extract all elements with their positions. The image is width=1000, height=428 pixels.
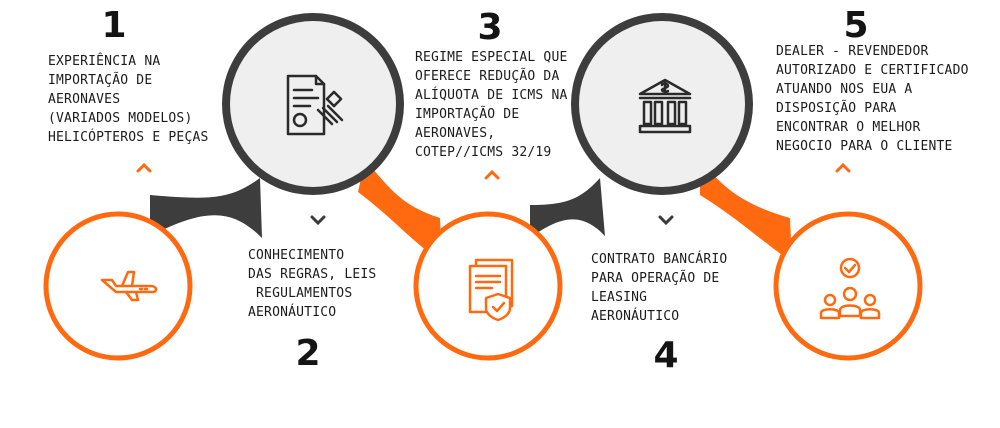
chevron-up-icon [835,163,851,173]
step-1-text: EXPERIÊNCIA NA IMPORTAÇÃO DE AERONAVES (… [48,54,209,145]
chevron-up-icon [136,163,152,173]
bank-icon [638,78,692,134]
step-3-text: REGIME ESPECIAL QUE OFERECE REDUÇÃO DA A… [415,50,568,160]
team-check-icon [819,257,881,320]
chevron-down-icon [310,215,326,225]
circle-step-2 [230,21,396,187]
secure-documents-icon [468,258,514,322]
step-1-number: 1 [101,5,127,46]
step-2-text: CONHECIMENTO DAS REGRAS, LEIS REGULAMENT… [248,248,377,320]
step-3-number: 3 [477,7,503,48]
step-5-number: 5 [843,5,869,46]
chevron-up-icon [484,170,500,180]
connector-band-4-5 [700,160,792,262]
document-stamp-icon [286,74,344,136]
step-4-text: CONTRATO BANCÁRIO PARA OPERAÇÃO DE LEASI… [591,252,728,324]
connector-band-3-4 [530,178,605,238]
step-4-number: 4 [653,335,679,376]
step-5-text: DEALER - REVENDEDOR AUTORIZADO E CERTIFI… [776,44,969,154]
connector-band-1-2 [150,178,262,238]
airplane-icon [100,270,158,302]
connector-band-2-3 [358,160,442,262]
step-2-number: 2 [295,333,321,374]
chevron-down-icon [658,215,674,225]
circle-step-5 [773,211,923,361]
